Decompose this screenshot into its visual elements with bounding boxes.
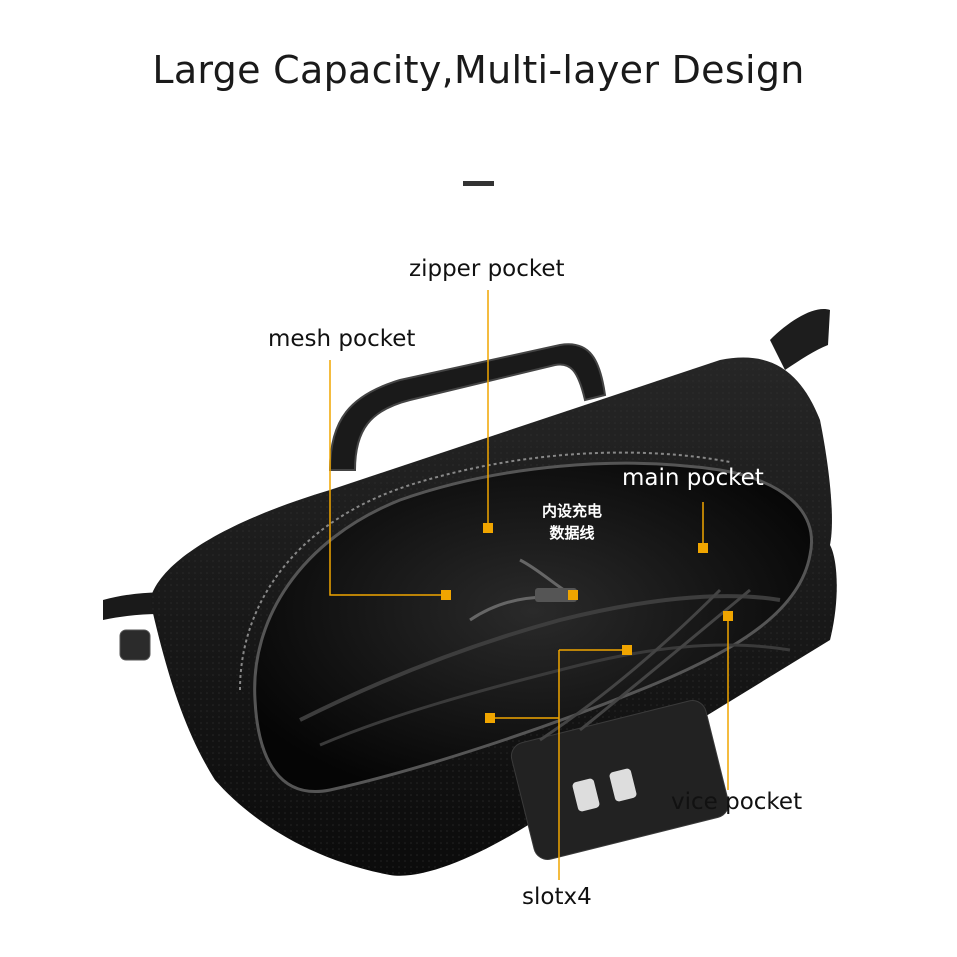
leader-lines (329, 290, 729, 880)
builtin-cable-label-line2: 数据线 (549, 524, 595, 542)
shoulder-strap (770, 309, 830, 370)
slots-label: slotx4 (522, 884, 592, 910)
usb-connector (535, 588, 577, 602)
builtin-cable-label-line1: 内设充电 (541, 502, 602, 520)
page-title: Large Capacity,Multi-layer Design (152, 48, 805, 92)
title-divider (463, 181, 494, 186)
callout-markers (441, 523, 733, 723)
carry-handle (328, 343, 607, 471)
mesh-pocket-label: mesh pocket (268, 326, 416, 352)
vice-pocket-label: vice pocket (671, 789, 803, 815)
zipper-edge (239, 451, 731, 691)
zipper-pocket-label: zipper pocket (409, 256, 565, 282)
main-pocket-label: main pocket (622, 465, 764, 491)
side-buckle (119, 629, 151, 661)
